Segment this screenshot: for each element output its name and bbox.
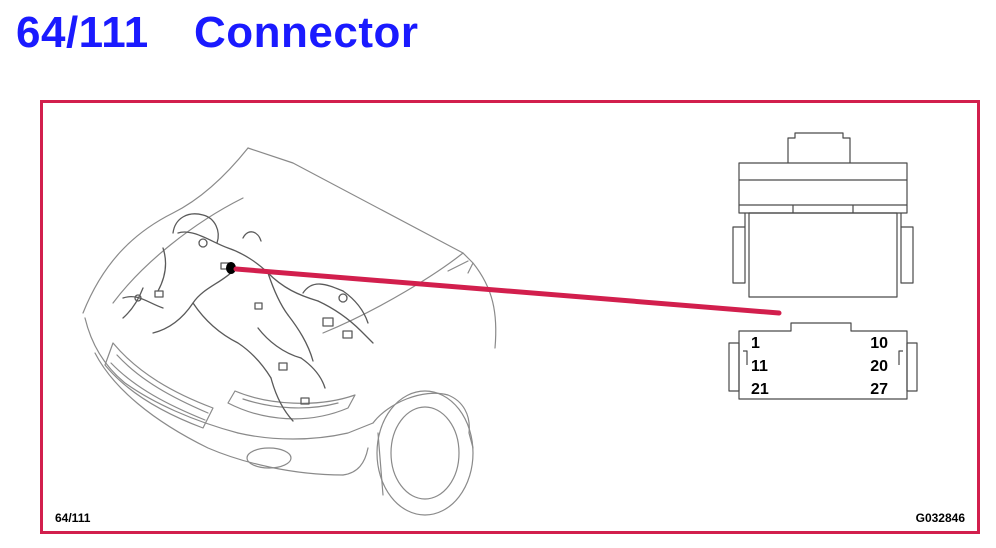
pin-label-1: 1 <box>751 335 760 352</box>
hood-outline <box>82 147 249 314</box>
car-illustration <box>82 147 497 516</box>
pin-label-11: 11 <box>751 358 768 375</box>
bumper-outline <box>84 317 239 434</box>
headlight <box>227 390 356 420</box>
front-tyre <box>376 390 474 516</box>
diagram-ref-left: 64/111 <box>55 511 91 525</box>
grille <box>104 342 214 429</box>
connector-number: 64/111 <box>16 8 149 57</box>
pin-label-10: 10 <box>870 335 888 352</box>
connector-location-marker <box>226 262 236 274</box>
pin-label-20: 20 <box>870 358 888 375</box>
connector-title: Connector <box>194 8 419 57</box>
page-title: 64/111 Connector <box>16 8 419 58</box>
pin-label-21: 21 <box>751 381 769 398</box>
connector-housing-side <box>732 132 914 298</box>
wiring-harness <box>122 213 374 422</box>
pointer-line <box>233 266 782 316</box>
fog-light <box>246 447 292 469</box>
diagram-canvas: 1 10 11 20 21 27 <box>82 132 918 516</box>
diagram-frame: 1 10 11 20 21 27 64/111 G032846 <box>40 100 980 534</box>
diagram-ref-right: G032846 <box>915 511 965 525</box>
connector-face <box>728 322 918 400</box>
pin-label-27: 27 <box>870 381 888 398</box>
